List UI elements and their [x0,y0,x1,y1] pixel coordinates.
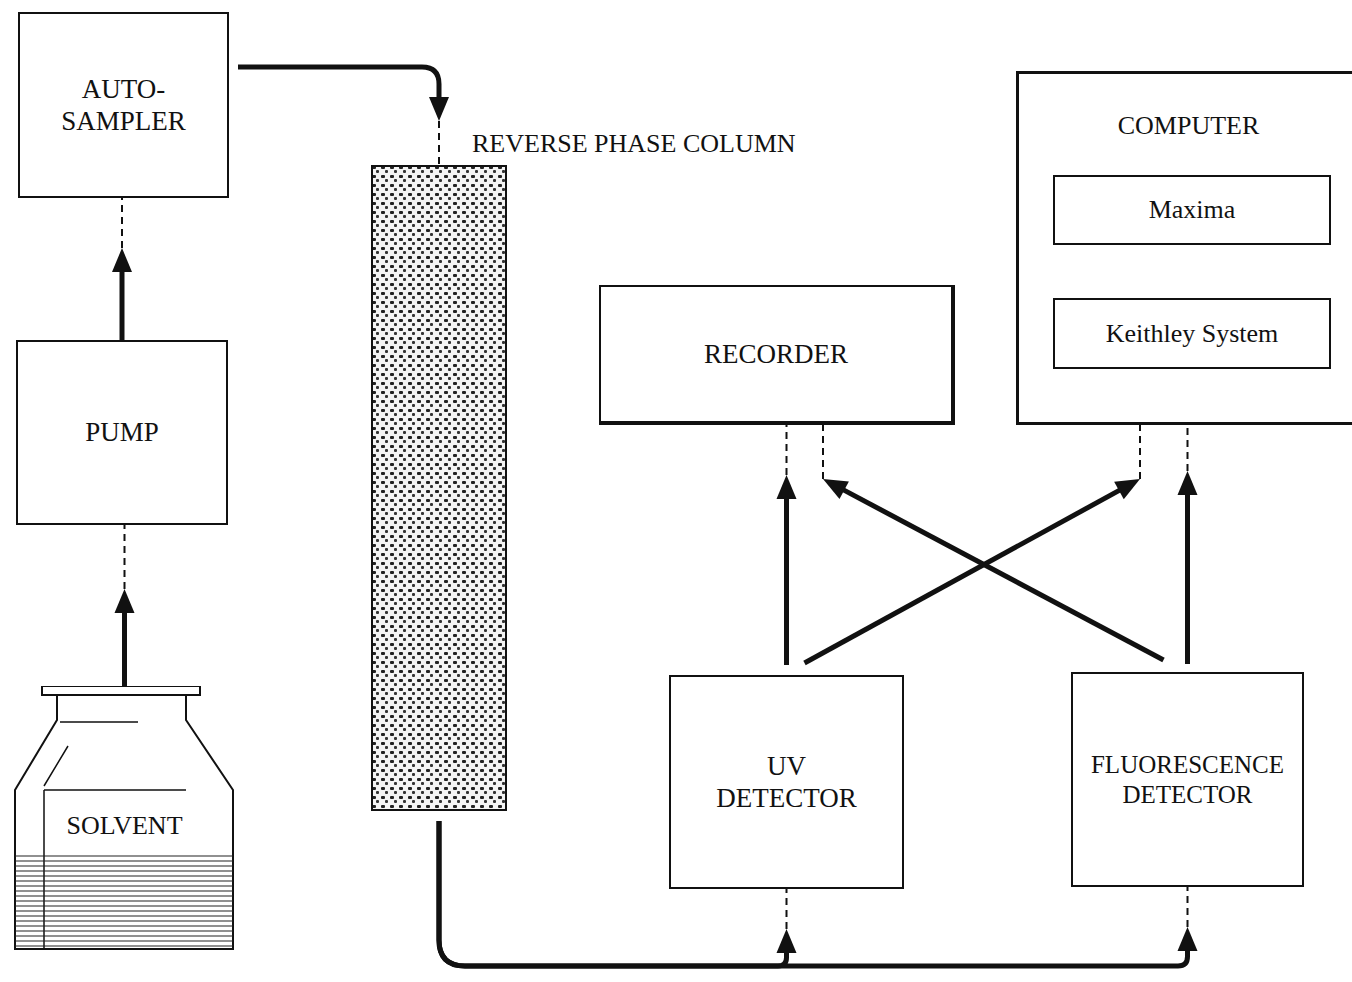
arrow-stub [786,889,788,929]
node-label: PUMP [85,416,159,448]
detector-box: FLUORESCENCE DETECTOR [1071,672,1304,887]
arrow-stub [1139,425,1141,479]
node-label: AUTO- SAMPLER [61,73,186,138]
process-box: AUTO- SAMPLER [18,12,229,198]
node-label: FLUORESCENCE DETECTOR [1091,750,1284,810]
flow-arrow [805,425,1141,663]
arrow-head [823,479,849,499]
arrow-line [120,268,125,340]
arrow-line [238,67,439,101]
arrow-stub [124,525,126,589]
arrow-line [784,495,789,665]
arrow-head [1178,471,1198,495]
process-box: PUMP [16,340,228,525]
node-label: COMPUTER [1019,110,1352,141]
flow-arrow [115,525,135,686]
arrow-stub [822,425,824,479]
arrow-head [115,589,135,613]
flow-arrow [1178,425,1198,664]
node-label: REVERSE PHASE COLUMN [470,128,606,159]
arrow-line [841,488,1164,660]
arrow-head [112,248,132,272]
arrow-stub [121,198,123,248]
node-label: Keithley System [1106,318,1279,349]
software-box: Keithley System [1053,298,1331,369]
arrow-head [1178,927,1198,951]
recorder-box: RECORDER [599,285,955,425]
packed-column [371,165,507,811]
arrow-head [1114,479,1140,499]
arrow-stub [438,121,440,165]
arrow-stub [1187,425,1189,471]
flow-arrow [777,425,797,665]
computer-box: COMPUTER MaximaKeithley System [1016,71,1352,425]
flow-arrow [112,198,132,340]
node-label: SOLVENT [14,810,235,841]
arrow-line [122,609,127,686]
arrow-head [777,929,797,953]
flow-arrow [238,67,449,165]
arrow-stub [1187,887,1189,927]
node-label: UV DETECTOR [716,750,857,815]
node-label: RECORDER [704,338,848,370]
arrow-stub [786,425,788,475]
detector-box: UV DETECTOR [669,675,904,889]
arrow-head [429,97,449,121]
arrow-line [1185,491,1190,664]
flow-arrow [823,425,1164,660]
arrow-head [777,475,797,499]
solvent-bottle: SOLVENT [14,686,235,950]
node-label: Maxima [1149,194,1236,225]
software-box: Maxima [1053,175,1331,245]
arrow-line [805,489,1123,663]
column: REVERSE PHASE COLUMN [371,165,507,811]
